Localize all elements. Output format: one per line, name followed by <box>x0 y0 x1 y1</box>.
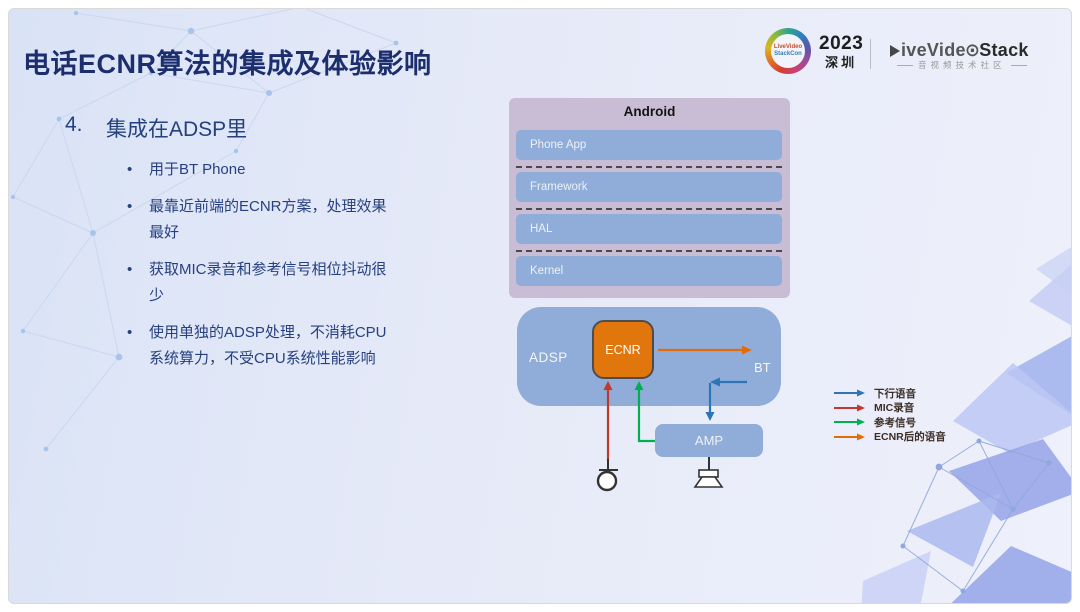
section-number: 4. <box>65 113 83 136</box>
brand-trailing-text: Stack <box>979 40 1029 60</box>
conference-logo-icon: LiveVideo StackCon <box>765 28 811 74</box>
legend: 下行语音 MIC录音 参考信号 ECNR后的语音 <box>833 386 946 444</box>
layer-phone-app: Phone App <box>516 130 782 160</box>
section-heading-text: 集成在ADSP里 <box>106 118 248 141</box>
legend-arrow-red <box>834 404 865 412</box>
bullet-list: •用于BT Phone •最靠近前端的ECNR方案，处理效果最好 •获取MIC录… <box>125 157 393 383</box>
play-icon <box>890 44 900 57</box>
section-heading: 4. 集成在ADSP里 <box>65 113 247 143</box>
list-item: •使用单独的ADSP处理，不消耗CPU系统算力，不受CPU系统性能影响 <box>125 320 393 372</box>
speaker-icon <box>693 457 724 488</box>
microphone-icon <box>596 459 618 492</box>
android-label: Android <box>623 104 676 119</box>
bullet-dot: • <box>127 161 133 178</box>
legend-item-ecnr-output: ECNR后的语音 <box>833 430 946 445</box>
legend-arrow-orange <box>834 433 865 441</box>
layer-separator <box>516 166 782 168</box>
conference-year: 2023 <box>819 33 864 54</box>
subtitle-dash-left <box>897 64 913 66</box>
layer-kernel: Kernel <box>516 256 782 286</box>
layer-hal: HAL <box>516 214 782 244</box>
layer-separator <box>516 250 782 252</box>
adsp-label: ADSP <box>529 350 568 365</box>
layer-separator <box>516 208 782 210</box>
slide-canvas: 电话ECNR算法的集成及体验影响 LiveVideo StackCon 2023… <box>9 9 1071 603</box>
conference-year-city: 2023 深圳 <box>819 34 863 69</box>
bullet-dot: • <box>127 198 133 215</box>
subtitle-dash-right <box>1010 64 1027 66</box>
brand-leading-text: iveVide <box>901 40 966 60</box>
page-title: 电话ECNR算法的集成及体验影响 <box>23 49 432 79</box>
legend-item-mic: MIC录音 <box>833 401 946 416</box>
legend-item-downlink: 下行语音 <box>833 386 946 401</box>
brand-subtitle: 音视频技术社区 <box>892 59 1032 71</box>
brand-o-glyph: ⊙ <box>964 40 981 60</box>
legend-arrow-blue <box>834 389 865 397</box>
brand-logo: iveVide⊙Stack <box>890 40 1029 61</box>
amp-box: AMP <box>655 424 763 457</box>
brand-subtitle-text: 音视频技术社区 <box>918 60 1006 70</box>
layer-framework: Framework <box>516 172 782 202</box>
legend-item-reference: 参考信号 <box>833 415 946 430</box>
bullet-dot: • <box>127 324 133 341</box>
conference-city: 深圳 <box>825 55 858 70</box>
list-item: •用于BT Phone <box>125 157 393 183</box>
conference-logo-text: LiveVideo StackCon <box>771 34 805 68</box>
legend-arrow-green <box>834 418 865 426</box>
list-item: •最靠近前端的ECNR方案，处理效果最好 <box>125 194 393 246</box>
ecnr-box: ECNR <box>592 320 654 379</box>
list-item: •获取MIC录音和参考信号相位抖动很少 <box>125 257 393 309</box>
logo-divider <box>870 39 871 69</box>
bt-label: BT <box>754 360 771 375</box>
bullet-dot: • <box>127 261 133 278</box>
slide: 电话ECNR算法的集成及体验影响 LiveVideo StackCon 2023… <box>8 8 1072 604</box>
